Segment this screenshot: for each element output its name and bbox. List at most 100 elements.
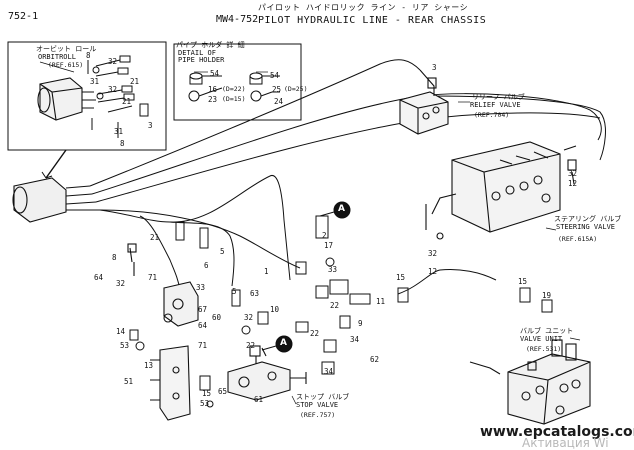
stop-valve-jp-label: ストップ バルブ (296, 393, 350, 401)
callout-12-b: 12 (428, 267, 438, 276)
marker-leader-2 (261, 345, 277, 351)
relief-valve-ref: (REF.704) (474, 111, 510, 119)
callout-22-b: 22 (310, 329, 320, 338)
marker-a-2-letter: A (280, 338, 287, 348)
callout-orbit-8a: 8 (86, 51, 91, 60)
callout-6: 6 (204, 261, 209, 270)
callout-9: 9 (358, 319, 363, 328)
valve-unit-label: VALVE UNIT (520, 335, 563, 343)
activation-overlay-text: Активация Wi (522, 436, 609, 450)
steering-valve-jp-label: ステアリング バルブ (554, 215, 622, 223)
pipe-holder-label-2: PIPE HOLDER (178, 56, 225, 64)
orbitroll-detail-box (7, 41, 167, 151)
pipe-holder-label-1: DETAIL OF (178, 49, 216, 57)
callout-33-b: 33 (196, 283, 206, 292)
pipe-holder-jp-label: パイプ ホルダ 詳 細 (176, 41, 245, 49)
detail-arrow (41, 171, 53, 179)
callout-62: 62 (370, 355, 380, 364)
callout-22-c: 22 (246, 341, 256, 350)
pipe-holder-callout-24: 24 (274, 97, 284, 106)
relief-valve (399, 69, 449, 135)
relief-valve-label: RELIEF VALVE (470, 101, 521, 109)
callout-5-b: 5 (232, 287, 237, 296)
relief-valve-jp-label: リリーフ バルブ (472, 93, 525, 101)
stop-valve-label: STOP VALVE (296, 401, 339, 409)
callout-14: 14 (116, 327, 126, 336)
callout-11: 11 (376, 297, 386, 306)
callout-10: 10 (270, 305, 280, 314)
callout-15-c: 15 (202, 389, 212, 398)
callout-64-b: 64 (198, 321, 208, 330)
callout-orbit-21b: 21 (122, 97, 132, 106)
callout-71-b: 71 (198, 341, 208, 350)
watermark: www.epcatalogs.com (480, 424, 634, 440)
callout-1: 1 (264, 267, 269, 276)
pipe-holder-callout-54b: 54 (270, 71, 280, 80)
hydraulic-lines (89, 59, 606, 295)
callout-17: 17 (324, 241, 334, 250)
callout-orbit-21a: 21 (130, 77, 140, 86)
detail-leader (45, 149, 67, 179)
callout-32-c: 32 (244, 313, 254, 322)
pipe-holder-d25: (D=25) (284, 85, 308, 93)
stop-valve (227, 345, 307, 401)
callout-orbit-31b: 31 (114, 127, 124, 136)
orbitroll-fittings (87, 55, 149, 138)
callout-2: 2 (322, 231, 327, 240)
callout-51: 51 (124, 377, 134, 386)
callout-63: 63 (250, 289, 260, 298)
orbitroll-label: ORBITROLL (38, 53, 76, 61)
callout-orbit-32a: 32 (108, 57, 118, 66)
marker-a-2 (275, 335, 293, 353)
callout-33-a: 33 (328, 265, 338, 274)
callout-orbit-8b: 8 (120, 139, 125, 148)
callout-orbit-31a: 31 (90, 77, 100, 86)
callout-65: 65 (218, 387, 228, 396)
orbitroll-unit (37, 77, 96, 121)
stop-valve-ref: (REF.757) (300, 411, 336, 419)
callout-orbit-32b: 32 (108, 85, 118, 94)
pipe-holder-detail-box (173, 43, 302, 121)
orbitroll-ref: (REF.615) (48, 61, 84, 69)
callout-61: 61 (254, 395, 264, 404)
pipe-holder-parts (188, 72, 280, 102)
steering-valve (425, 141, 577, 240)
pipe-holder-callout-23: 23 (208, 95, 218, 104)
page-number: 752-1 (8, 11, 39, 22)
callout-leaders (39, 61, 581, 405)
callout-60: 60 (212, 313, 222, 322)
callout-3: 3 (432, 63, 437, 72)
callout-5-a: 5 (220, 247, 225, 256)
pipe-holder-callout-16: 16 (208, 85, 218, 94)
title-english: PILOT HYDRAULIC LINE - REAR CHASSIS (258, 15, 487, 26)
valve-unit (469, 339, 591, 425)
callout-64-a: 64 (94, 273, 104, 282)
pipe-holder-d22: (D=22) (222, 85, 246, 93)
callout-22-a: 22 (330, 301, 340, 310)
pipe-holder-callout-25: 25 (272, 85, 282, 94)
callout-53-b: 53 (200, 399, 210, 408)
orbitroll-jp-label: オービット ロール (36, 45, 97, 53)
valve-unit-jp-label: バルブ ユニット (520, 327, 574, 335)
pipe-holder-d15: (D=15) (222, 95, 246, 103)
callout-67: 67 (198, 305, 208, 314)
callout-71-a: 71 (148, 273, 158, 282)
mounting-bracket (150, 345, 191, 421)
callout-12-a: 12 (568, 179, 578, 188)
steering-valve-ref: (REF.615A) (558, 235, 598, 243)
main-orbitroll (12, 177, 100, 223)
callout-orbit-3: 3 (148, 121, 153, 130)
pipe-holder-callout-54a: 54 (210, 69, 220, 78)
callout-13: 13 (144, 361, 154, 370)
callout-15-b: 15 (518, 277, 528, 286)
marker-a-1-letter: A (338, 204, 345, 214)
callout-15-a: 15 (396, 273, 406, 282)
callout-32-b: 32 (428, 249, 438, 258)
marker-leader-1 (319, 211, 335, 217)
model-code: MW4-752 (216, 14, 259, 25)
title-japanese: パイロット ハイドロリック ライン - リア シャーシ (258, 3, 469, 12)
marker-a-1 (333, 201, 351, 219)
pressure-switch-assembly (127, 243, 199, 327)
